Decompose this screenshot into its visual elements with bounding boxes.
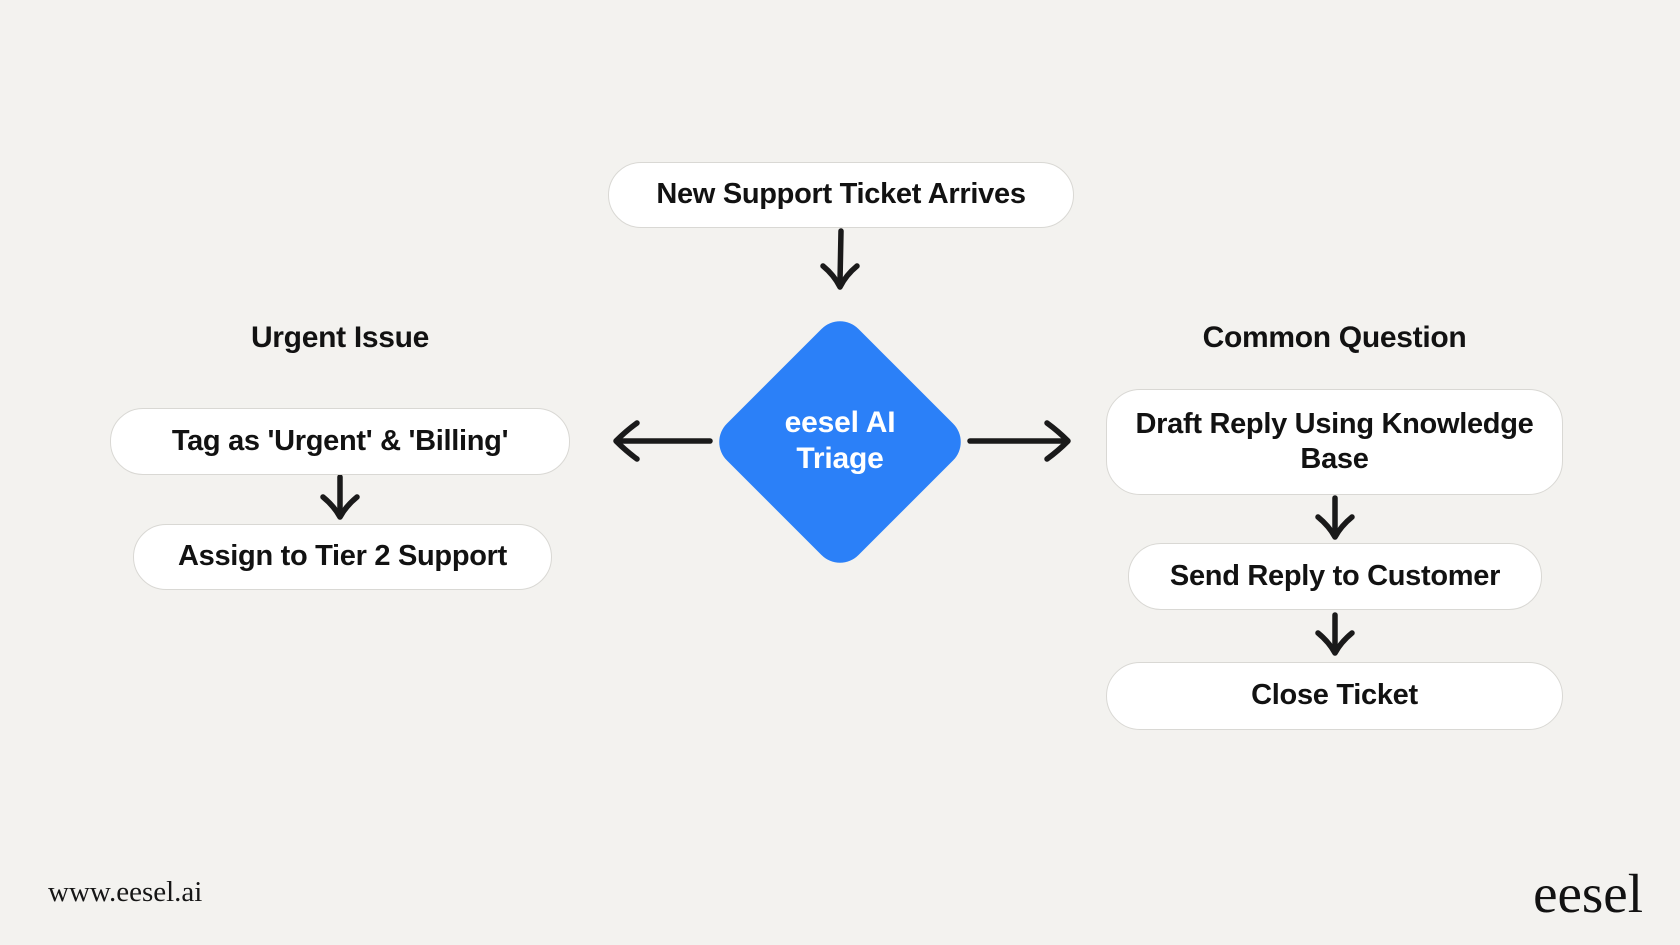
arrow-left-icon-triage-to-urgent [613,420,713,462]
arrow-down-icon-send-to-close [1315,612,1355,656]
node-close-ticket-label: Close Ticket [1251,679,1418,712]
node-send-reply: Send Reply to Customer [1128,543,1542,610]
node-send-reply-label: Send Reply to Customer [1169,559,1501,592]
arrow-down-icon-start-to-triage [820,228,860,290]
node-draft-reply-label: Draft Reply Using Knowledge Base [1135,407,1534,475]
node-new-support-ticket-label: New Support Ticket Arrives [656,178,1026,211]
arrow-right-icon-triage-to-common [967,420,1071,462]
left-branch-heading: Urgent Issue [250,321,430,354]
arrow-down-icon-tag-to-assign [320,474,360,520]
arrow-down-icon-draft-to-send [1315,495,1355,540]
right-branch-heading: Common Question [1202,321,1467,354]
node-tag-urgent-billing-label: Tag as 'Urgent' & 'Billing' [171,424,509,457]
node-assign-tier2: Assign to Tier 2 Support [133,524,552,590]
eesel-logo-wordmark: eesel [1533,863,1643,924]
node-draft-reply: Draft Reply Using Knowledge Base [1106,389,1563,495]
node-new-support-ticket: New Support Ticket Arrives [608,162,1074,228]
decision-diamond-label: eesel AI Triage [784,406,896,475]
node-tag-urgent-billing: Tag as 'Urgent' & 'Billing' [110,408,570,475]
node-close-ticket: Close Ticket [1106,662,1563,730]
website-url-text: www.eesel.ai [48,876,203,908]
node-assign-tier2-label: Assign to Tier 2 Support [177,540,508,573]
